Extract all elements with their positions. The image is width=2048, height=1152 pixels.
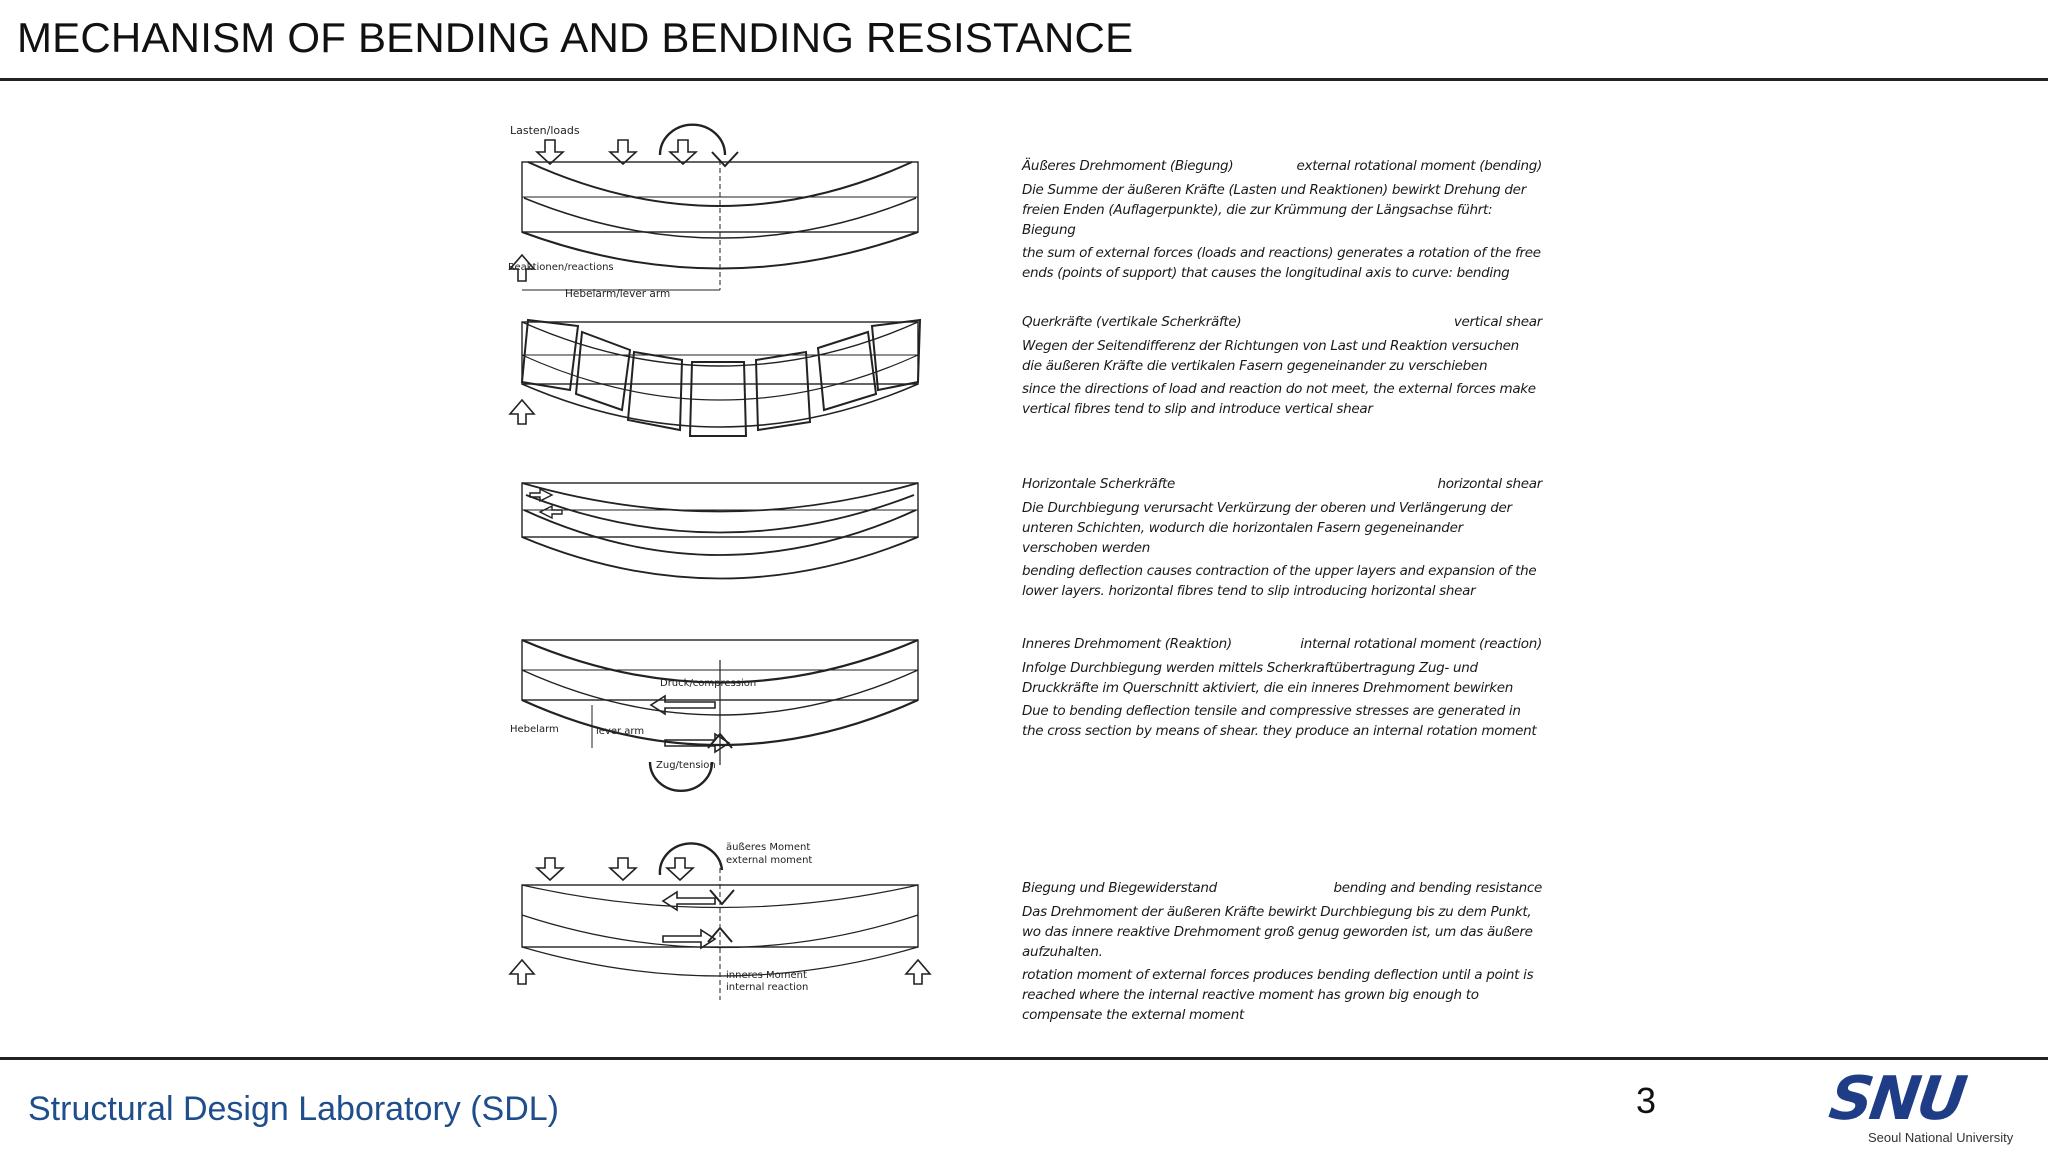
footer-divider (0, 1057, 2048, 1060)
panel-text-de: Das Drehmoment der äußeren Kräfte bewirk… (1022, 904, 1533, 960)
panel-text-en: bending deflection causes contraction of… (1022, 563, 1537, 599)
load-arrow-icon (667, 139, 699, 166)
panel-heading-de: Horizontale Scherkräfte (1022, 476, 1176, 492)
load-arrow-icon (664, 857, 696, 882)
panel-heading-de: Biegung und Biegewiderstand (1022, 880, 1217, 896)
figure-panel-horizontal-shear (521, 482, 919, 580)
page-number: 3 (1636, 1080, 1657, 1121)
rotation-arrow-icon (658, 842, 724, 876)
figure-panel-internal-moment: Druck/compression Hebelarm lever arm Zug… (510, 638, 919, 792)
compression-arrow-icon (649, 694, 716, 716)
reaction-arrow-icon (508, 398, 536, 425)
label-compression: Druck/compression (660, 678, 756, 689)
label-internal-reaction-en: internal reaction (726, 982, 808, 993)
panel-text-de: Wegen der Seitendifferenz der Richtungen… (1022, 338, 1519, 374)
label-lever-arm: Hebelarm/lever arm (565, 288, 670, 300)
panel-text-en: Due to bending deflection tensile and co… (1022, 703, 1537, 739)
panel-heading-en: horizontal shear (1437, 476, 1542, 492)
label-lever-arm-en: lever arm (596, 726, 644, 737)
figure-panel-bending-resistance: äußeres Moment external moment inneres M… (508, 842, 932, 1000)
reaction-arrow-icon (904, 958, 932, 985)
panel-text-de: Die Durchbiegung verursacht Verkürzung d… (1022, 500, 1512, 556)
label-internal-moment-de: inneres Moment (726, 970, 807, 981)
panel-heading-en: internal rotational moment (reaction) (1300, 636, 1542, 652)
panel-heading-de: Inneres Drehmoment (Reaktion) (1022, 636, 1232, 652)
label-external-moment-en: external moment (726, 855, 812, 866)
load-arrow-icon (607, 857, 639, 882)
panel-heading-de: Äußeres Drehmoment (Biegung) (1022, 158, 1234, 174)
rotation-arrow-icon (658, 123, 727, 156)
panel-heading-en: vertical shear (1453, 314, 1542, 330)
panel-heading-de: Querkräfte (vertikale Scherkräfte) (1022, 314, 1242, 330)
panel-text-en: since the directions of load and reactio… (1022, 381, 1536, 417)
load-arrow-icon (534, 139, 566, 166)
panel-heading-en: bending and bending resistance (1333, 880, 1542, 896)
snu-logo: SNU Seoul National University (1825, 1064, 2036, 1145)
panel-text-internal-moment: Inneres Drehmoment (Reaktion) internal ro… (1022, 634, 1542, 744)
panel-text-external-moment: Äußeres Drehmoment (Biegung) external rot… (1022, 156, 1542, 286)
rotation-arrow-icon (648, 761, 714, 792)
reaction-arrow-icon (508, 958, 536, 985)
slide-title: MECHANISM OF BENDING AND BENDING RESISTA… (17, 14, 1134, 61)
label-loads: Lasten/loads (510, 124, 580, 137)
panel-text-en: the sum of external forces (loads and re… (1022, 245, 1541, 281)
panel-text-en: rotation moment of external forces produ… (1022, 967, 1534, 1023)
snu-logo-mark: SNU (1825, 1064, 1969, 1134)
panel-heading-en: external rotational moment (bending) (1296, 158, 1543, 174)
snu-logo-subtext: Seoul National University (1868, 1130, 2014, 1145)
figure-panel-vertical-shear (508, 318, 922, 437)
load-arrow-icon (534, 857, 566, 882)
bending-illustration: Lasten/loads Reaktionen/reactions Hebela… (500, 100, 950, 1000)
footer-lab-name: Structural Design Laboratory (SDL) (28, 1090, 560, 1128)
panel-text-de: Die Summe der äußeren Kräfte (Lasten und… (1022, 182, 1526, 238)
label-lever-arm-de: Hebelarm (510, 724, 559, 735)
load-arrow-icon (607, 139, 639, 166)
label-reactions: Reaktionen/reactions (508, 262, 614, 273)
panel-text-bending-resistance: Biegung und Biegewiderstand bending and b… (1022, 878, 1542, 1028)
reaction-arrow-icon (508, 253, 536, 282)
panel-text-de: Infolge Durchbiegung werden mittels Sche… (1022, 660, 1514, 696)
title-divider (0, 78, 2048, 81)
label-tension: Zug/tension (656, 760, 716, 771)
figure-panel-external-moment: Lasten/loads Reaktionen/reactions Hebela… (508, 123, 919, 300)
panel-text-vertical-shear: Querkräfte (vertikale Scherkräfte) vertic… (1022, 312, 1542, 422)
label-external-moment-de: äußeres Moment (726, 842, 810, 853)
